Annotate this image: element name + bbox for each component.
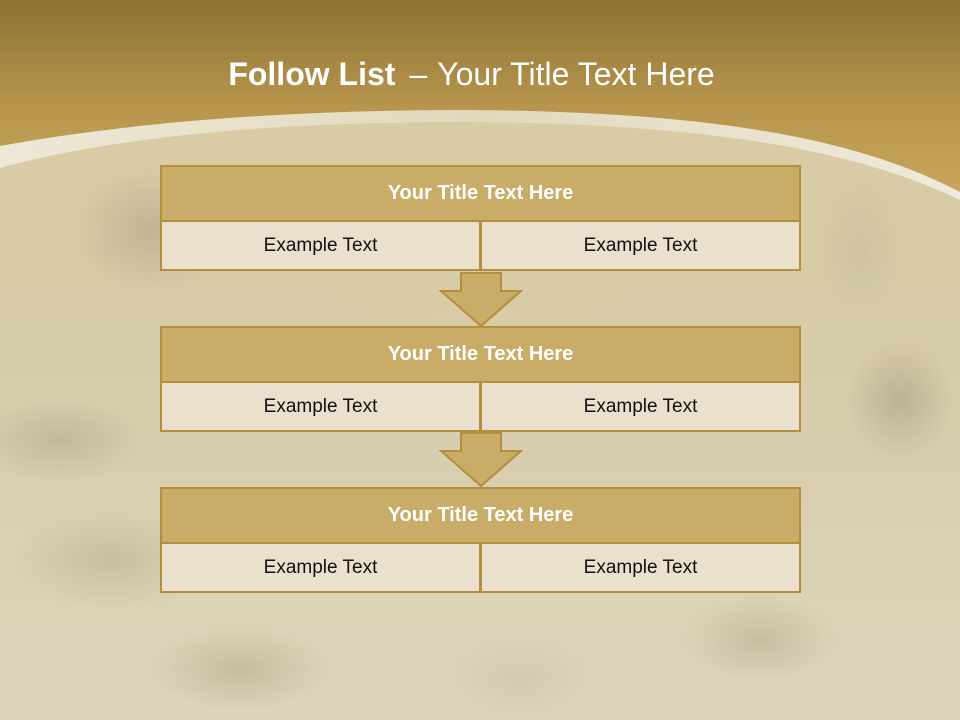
list-block-1: Your Title Text Here Example Text Exampl…	[160, 165, 801, 271]
header-band	[0, 0, 960, 200]
down-arrow-icon	[438, 432, 524, 488]
block-text-right: Example Text	[480, 544, 801, 593]
block-text-left: Example Text	[160, 544, 481, 593]
list-block-2: Your Title Text Here Example Text Exampl…	[160, 326, 801, 432]
title-bold: Follow List	[228, 56, 396, 92]
block-title: Your Title Text Here	[160, 326, 801, 383]
slide-title: Follow List–Your Title Text Here	[0, 56, 943, 93]
down-arrow-icon	[438, 272, 524, 328]
title-dash: –	[409, 56, 428, 92]
list-block-3: Your Title Text Here Example Text Exampl…	[160, 487, 801, 593]
block-text-left: Example Text	[160, 383, 481, 432]
block-title: Your Title Text Here	[160, 487, 801, 544]
block-text-left: Example Text	[160, 222, 481, 271]
title-rest: Your Title Text Here	[437, 56, 715, 92]
block-text-right: Example Text	[480, 383, 801, 432]
block-text-right: Example Text	[480, 222, 801, 271]
block-title: Your Title Text Here	[160, 165, 801, 222]
